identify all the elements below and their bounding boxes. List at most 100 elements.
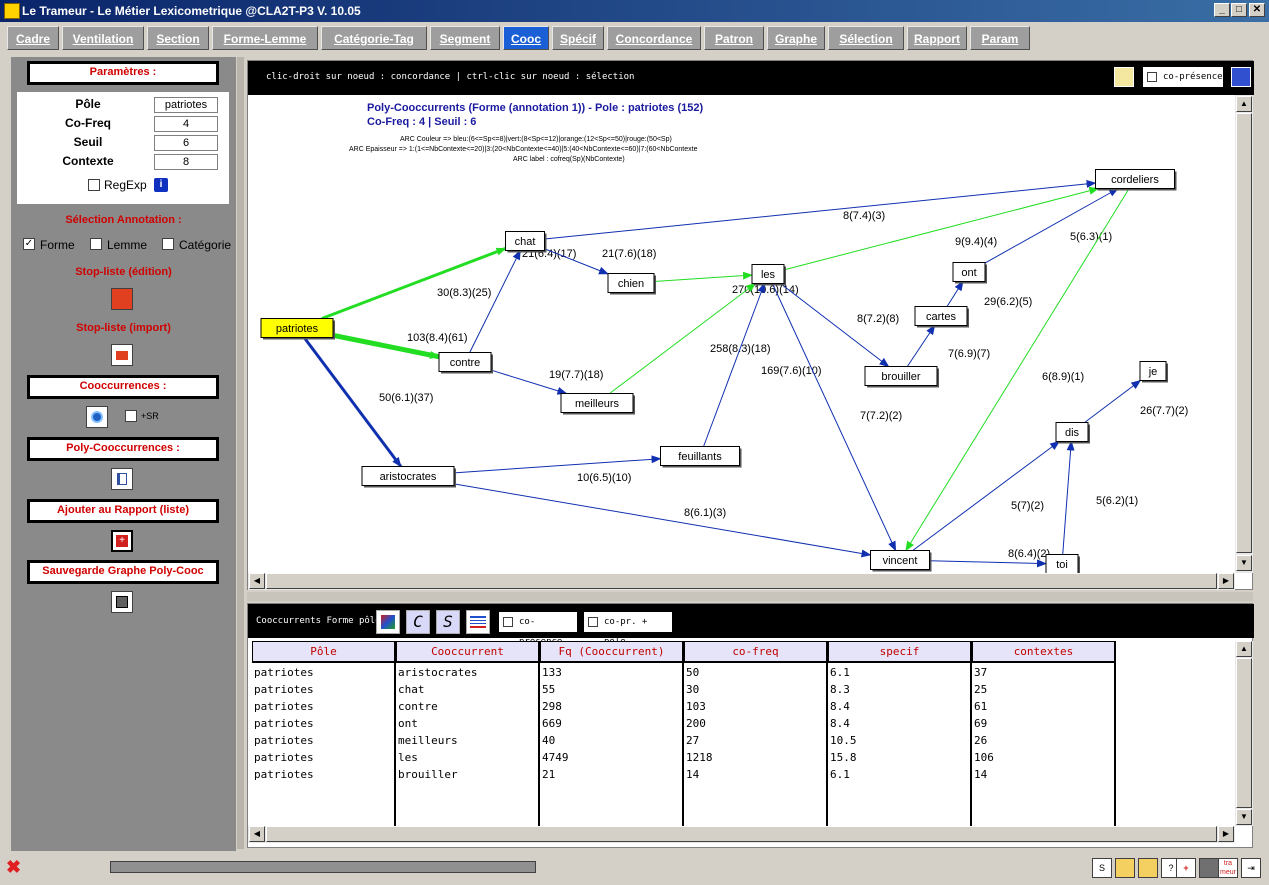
table-cell[interactable]: patriotes xyxy=(254,700,314,713)
graph-copresence-checkbox[interactable] xyxy=(1147,72,1157,82)
tab-segment[interactable]: Segment xyxy=(430,26,500,50)
table-cell[interactable]: 200 xyxy=(686,717,706,730)
table-cell[interactable]: 50 xyxy=(686,666,700,679)
close-button[interactable]: ✕ xyxy=(1249,3,1265,17)
graph-node-aristocrates[interactable]: aristocrates xyxy=(361,466,456,488)
maximize-button[interactable]: □ xyxy=(1231,3,1247,17)
sr-checkbox[interactable] xyxy=(125,410,137,422)
specif-s-icon[interactable]: S xyxy=(436,610,460,634)
col-header-contextes[interactable]: contextes xyxy=(972,641,1115,663)
table-cell[interactable]: 14 xyxy=(974,768,988,781)
table-scroll-up-icon[interactable]: ▲ xyxy=(1236,641,1252,657)
exit-icon[interactable]: ⇥ xyxy=(1241,858,1261,878)
table-cell[interactable]: patriotes xyxy=(254,768,314,781)
table-cell[interactable]: 27 xyxy=(686,734,700,747)
table-copresence-toggle[interactable]: co-présence xyxy=(498,611,578,647)
categorie-checkbox[interactable] xyxy=(162,238,174,250)
table-cell[interactable]: 4749 xyxy=(542,751,569,764)
table-cell[interactable]: 669 xyxy=(542,717,562,730)
stoplist-edit-icon[interactable] xyxy=(111,288,133,310)
tab-specif[interactable]: Spécif xyxy=(552,26,604,50)
graph-node-toi[interactable]: toi xyxy=(1045,554,1080,574)
horizontal-splitter[interactable] xyxy=(247,592,1253,601)
graph-copresence-toggle[interactable]: co-présence xyxy=(1142,66,1224,88)
table-scroll-right-icon[interactable]: ▶ xyxy=(1218,826,1234,842)
table-cell[interactable]: 298 xyxy=(542,700,562,713)
graph-node-ont[interactable]: ont xyxy=(952,262,987,284)
tab-concordance[interactable]: Concordance xyxy=(607,26,701,50)
add-report-icon[interactable]: + xyxy=(1176,858,1196,878)
graph-node-contre[interactable]: contre xyxy=(438,352,493,374)
info-icon[interactable]: i xyxy=(154,178,168,192)
table-cell[interactable]: les xyxy=(398,751,418,764)
table-cell[interactable]: meilleurs xyxy=(398,734,458,747)
graph-node-je[interactable]: je xyxy=(1139,361,1168,383)
graph-hscrollbar[interactable]: ◀ ▶ xyxy=(248,573,1235,590)
tab-graphe[interactable]: Graphe xyxy=(767,26,825,50)
export-icon[interactable] xyxy=(1231,67,1251,87)
table-cell[interactable]: patriotes xyxy=(254,717,314,730)
col-header-pole[interactable]: Pôle xyxy=(252,641,395,663)
seuil-input[interactable]: 6 xyxy=(154,135,218,151)
table-cell[interactable]: 55 xyxy=(542,683,556,696)
tab-patron[interactable]: Patron xyxy=(704,26,764,50)
graph-node-vincent[interactable]: vincent xyxy=(870,550,932,572)
graph-node-meilleurs[interactable]: meilleurs xyxy=(560,393,635,415)
minimize-button[interactable]: _ xyxy=(1214,3,1230,17)
cooc-c-icon[interactable]: C xyxy=(406,610,430,634)
table-cell[interactable]: contre xyxy=(398,700,438,713)
tab-categorie-tag[interactable]: Catégorie-Tag xyxy=(321,26,427,50)
table-cell[interactable]: patriotes xyxy=(254,734,314,747)
col-header-cofreq[interactable]: co-freq xyxy=(684,641,827,663)
lemme-checkbox[interactable] xyxy=(90,238,102,250)
table-hscrollbar[interactable]: ◀ ▶ xyxy=(248,826,1235,843)
graph-node-dis[interactable]: dis xyxy=(1055,422,1090,444)
table-copr-pole-toggle[interactable]: co-pr. + pôle xyxy=(583,611,673,647)
table-cell[interactable]: brouiller xyxy=(398,768,458,781)
table-cell[interactable]: aristocrates xyxy=(398,666,478,679)
edit-icon[interactable] xyxy=(1199,858,1219,878)
contexte-input[interactable]: 8 xyxy=(154,154,218,170)
graph-vscroll-thumb[interactable] xyxy=(1236,113,1252,553)
tab-param[interactable]: Param xyxy=(970,26,1030,50)
graph-node-cordeliers[interactable]: cordeliers xyxy=(1095,169,1177,191)
col-header-cooccurrent[interactable]: Cooccurrent xyxy=(396,641,539,663)
table-cell[interactable]: chat xyxy=(398,683,425,696)
graph-node-cartes[interactable]: cartes xyxy=(914,306,969,328)
table-cell[interactable]: 133 xyxy=(542,666,562,679)
graph-hscroll-thumb[interactable] xyxy=(266,573,1217,589)
table-cell[interactable]: 106 xyxy=(974,751,994,764)
tab-selection[interactable]: Sélection xyxy=(828,26,904,50)
scroll-down-icon[interactable]: ▼ xyxy=(1236,555,1252,571)
cooc-run-icon[interactable] xyxy=(86,406,108,428)
grid-icon[interactable] xyxy=(1114,67,1134,87)
table-cell[interactable]: 103 xyxy=(686,700,706,713)
splitter[interactable] xyxy=(237,57,244,849)
table-cell[interactable]: 21 xyxy=(542,768,556,781)
table-cell[interactable]: 25 xyxy=(974,683,988,696)
graph-node-patriotes[interactable]: patriotes xyxy=(260,318,335,340)
table-cell[interactable]: 69 xyxy=(974,717,988,730)
table-cell[interactable]: 61 xyxy=(974,700,988,713)
ajouter-rapport-icon[interactable]: + xyxy=(111,530,133,552)
tab-ventilation[interactable]: Ventilation xyxy=(62,26,144,50)
table-cell[interactable]: patriotes xyxy=(254,751,314,764)
graph-node-chat[interactable]: chat xyxy=(505,231,547,253)
table-cell[interactable]: 37 xyxy=(974,666,988,679)
table-cell[interactable]: 1218 xyxy=(686,751,713,764)
table-cell[interactable]: 6.1 xyxy=(830,666,850,679)
regexp-checkbox[interactable] xyxy=(88,179,100,191)
polycooc-run-icon[interactable] xyxy=(111,468,133,490)
graph-node-chien[interactable]: chien xyxy=(607,273,656,295)
col-header-fq[interactable]: Fq (Cooccurrent) xyxy=(540,641,683,663)
table-cell[interactable]: 8.4 xyxy=(830,717,850,730)
table-scroll-down-icon[interactable]: ▼ xyxy=(1236,809,1252,825)
sr-tool-icon[interactable]: S xyxy=(1092,858,1112,878)
graph-node-brouiller[interactable]: brouiller xyxy=(864,366,939,388)
table-cell[interactable]: 8.4 xyxy=(830,700,850,713)
table-cell[interactable]: 15.8 xyxy=(830,751,857,764)
table-cell[interactable]: 26 xyxy=(974,734,988,747)
stoplist-import-icon[interactable] xyxy=(111,344,133,366)
table-cell[interactable]: patriotes xyxy=(254,683,314,696)
table-hscroll-thumb[interactable] xyxy=(266,826,1217,842)
